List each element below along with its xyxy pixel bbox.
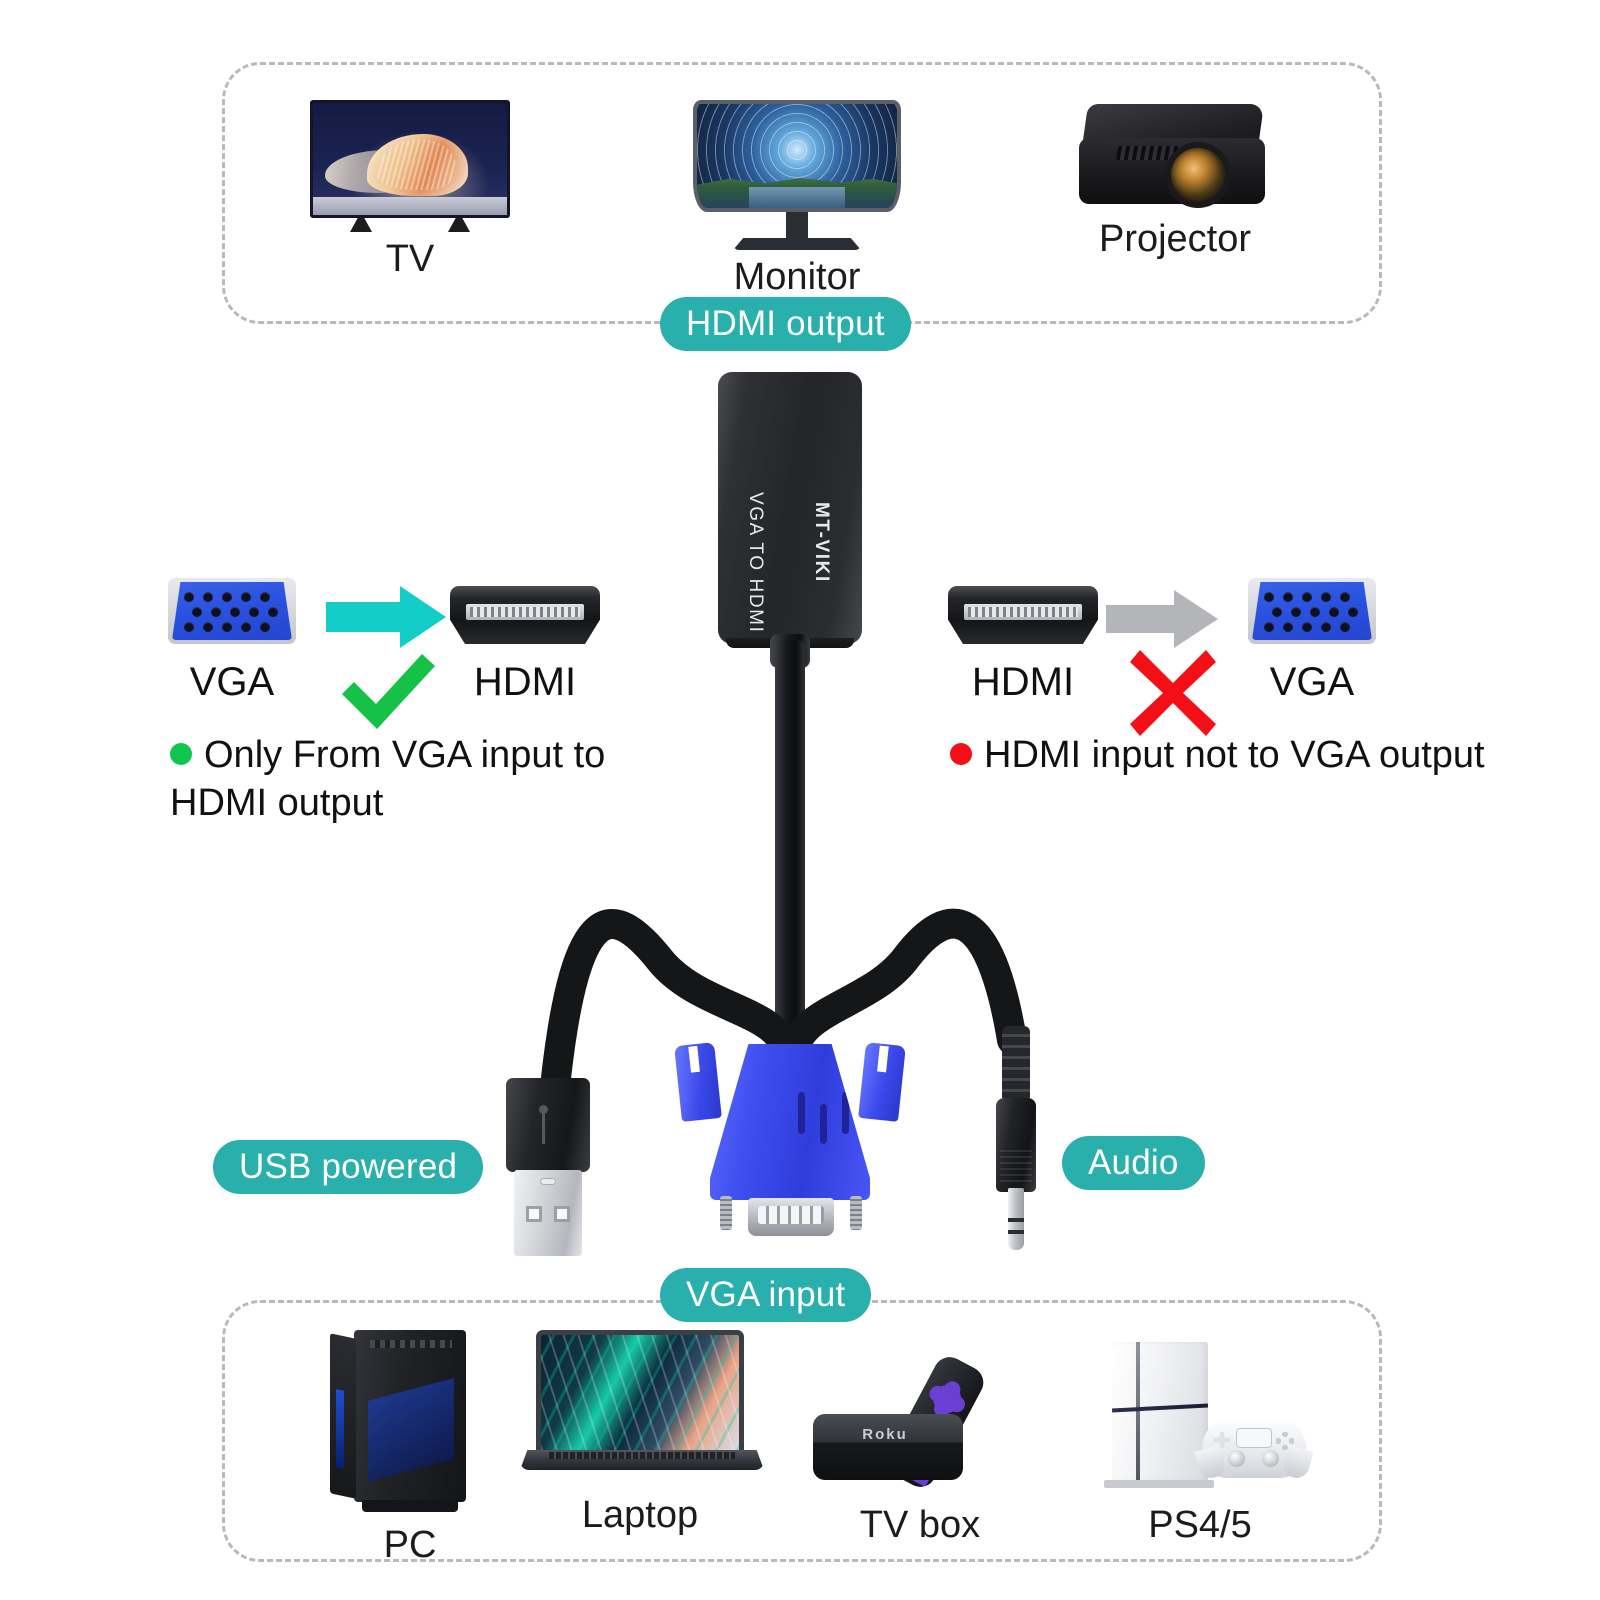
vga-metal-shell [748, 1198, 834, 1236]
output-device-label: Monitor [733, 256, 861, 298]
vga-to-hdmi-converter-body: VGA TO HDMI MT-VIKI [718, 372, 862, 648]
monitor-icon [682, 100, 912, 250]
note-text: HDMI input not to VGA output [984, 734, 1485, 776]
output-device-projector: Projector [1060, 100, 1290, 261]
converter-brand-text: MT-VIKI [811, 502, 832, 583]
badge-vga-input: VGA input [660, 1268, 872, 1322]
badge-label: VGA input [686, 1275, 846, 1314]
badge-audio: Audio [1062, 1136, 1205, 1190]
badge-usb-powered: USB powered [213, 1140, 484, 1194]
hdmi-connector-icon [450, 586, 600, 644]
converter-model-text: VGA TO HDMI [745, 492, 766, 634]
bullet-dot-red [950, 743, 972, 765]
hdmi-connector-icon [948, 586, 1098, 644]
input-device-label: TV box [859, 1504, 981, 1546]
check-icon [342, 654, 435, 729]
input-device-pc: PC [305, 1330, 515, 1567]
output-device-monitor: Monitor [682, 100, 912, 299]
gamepad-icon [1202, 1418, 1306, 1478]
laptop-icon [520, 1330, 764, 1470]
input-device-ps4: PS4/5 [1085, 1330, 1315, 1547]
comparison-left-target: HDMI [450, 586, 600, 705]
arrow-right-grey-icon [1106, 590, 1218, 648]
streaming-box-icon: Roku [805, 1330, 1035, 1502]
badge-label: HDMI output [686, 304, 885, 343]
badge-label: Audio [1088, 1143, 1179, 1182]
note-text: Only From VGA input to HDMI output [170, 734, 606, 824]
connector-label: VGA [1269, 660, 1355, 704]
projector-icon [1075, 100, 1275, 212]
vga-thumbscrew-right [850, 1196, 862, 1230]
input-device-label: PC [383, 1524, 437, 1566]
badge-label: USB powered [239, 1147, 458, 1186]
bullet-dot-green [170, 743, 192, 765]
badge-hdmi-output: HDMI output [660, 297, 911, 351]
vga-male-connector [674, 1016, 906, 1266]
comparison-right-source: HDMI [948, 586, 1098, 705]
output-device-tv: TV [300, 100, 520, 281]
connector-label: HDMI [971, 660, 1075, 704]
desktop-tower-icon [305, 1330, 515, 1512]
vga-thumbscrew-left [720, 1196, 732, 1230]
vga-screw-cap-left [674, 1042, 722, 1122]
arrow-right-icon-allowed [326, 586, 446, 648]
vga-connector-icon [1248, 578, 1376, 644]
input-device-label: PS4/5 [1148, 1504, 1252, 1546]
vga-connector-icon [168, 578, 296, 644]
audio-35mm-jack [986, 1026, 1046, 1252]
vga-screw-cap-right [858, 1042, 906, 1122]
main-cable [775, 640, 805, 1060]
input-device-laptop: Laptop [520, 1330, 764, 1537]
input-device-label: Laptop [581, 1494, 699, 1536]
note-vga-to-hdmi: Only From VGA input to HDMI output [170, 732, 640, 828]
comparison-right-target: VGA [1248, 578, 1376, 705]
output-device-label: TV [385, 238, 435, 280]
output-device-label: Projector [1098, 218, 1252, 260]
comparison-left-source: VGA [168, 578, 296, 705]
cross-icon [1130, 650, 1216, 736]
usb-a-plug [498, 1078, 598, 1258]
tv-icon [300, 100, 520, 232]
note-hdmi-not-to-vga: HDMI input not to VGA output [950, 732, 1510, 780]
game-console-icon [1090, 1330, 1310, 1502]
connector-label: VGA [189, 660, 275, 704]
connector-label: HDMI [473, 660, 577, 704]
input-device-tv-box: Roku TV box [800, 1330, 1040, 1547]
usb-symbol-icon [539, 1105, 556, 1144]
